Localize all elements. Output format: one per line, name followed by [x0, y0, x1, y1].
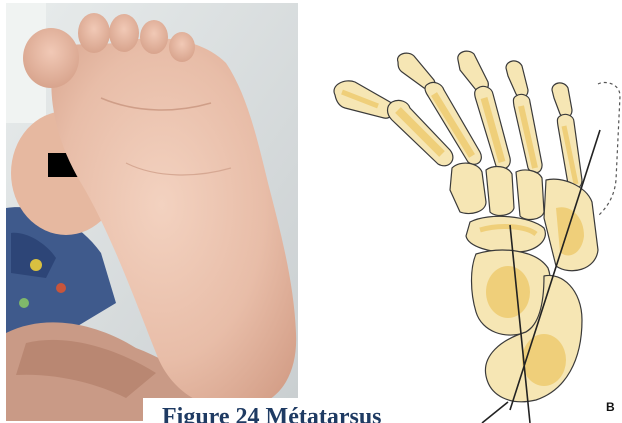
toe-2	[78, 13, 110, 53]
bone-ray-5	[552, 83, 582, 189]
bone-ray-4	[506, 61, 542, 173]
toe-4	[140, 20, 168, 54]
dashed-normal-outline	[598, 83, 620, 217]
foot-photo	[6, 3, 298, 421]
toe-3	[109, 14, 139, 52]
toe-5	[169, 32, 195, 62]
caption-box: Figure 24 Métatarsus	[143, 398, 458, 423]
big-toe	[23, 28, 79, 88]
panel-letter-b: B	[606, 400, 615, 414]
skeleton-drawing	[330, 40, 622, 423]
figure-caption: Figure 24 Métatarsus	[162, 405, 382, 423]
foot-skeleton-diagram	[330, 40, 622, 423]
foot-photo-drawing	[6, 3, 298, 421]
